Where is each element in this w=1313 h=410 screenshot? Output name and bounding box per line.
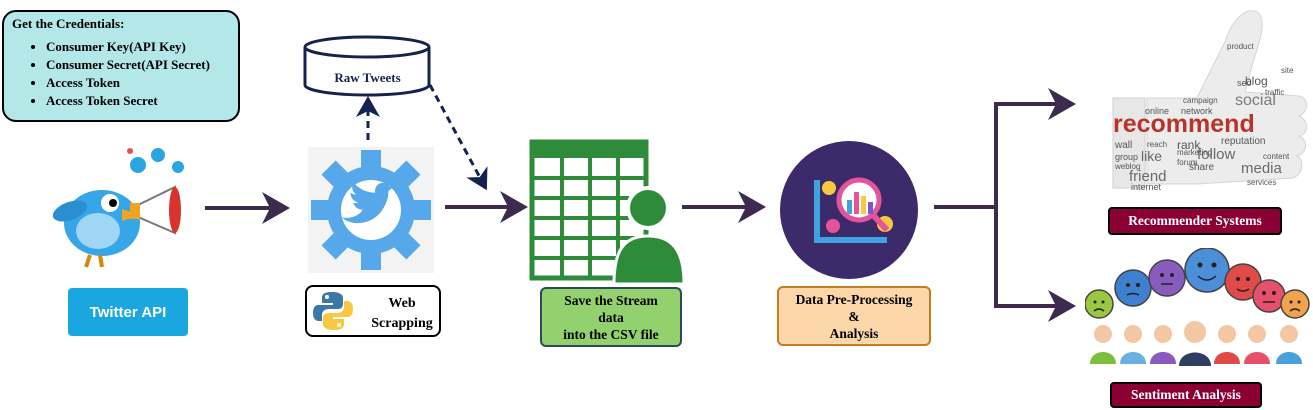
word: share <box>1189 162 1215 173</box>
credentials-box: Get the Credentials: Consumer Key(API Ke… <box>2 10 240 122</box>
word: campaign <box>1183 96 1218 105</box>
word: marketing <box>1177 148 1213 157</box>
word: seo <box>1237 78 1252 88</box>
word: product <box>1227 42 1254 51</box>
word-recommend: recommend <box>1113 110 1255 138</box>
credentials-title: Get the Credentials: <box>12 16 125 31</box>
word: social <box>1235 92 1276 109</box>
credential-item: Consumer Key(API Key) <box>46 38 230 56</box>
preprocessing-box: Data Pre-Processing & Analysis <box>777 286 931 346</box>
word: network <box>1181 106 1213 116</box>
word: wall <box>1115 140 1133 151</box>
word: online <box>1145 106 1170 116</box>
web-scrapping-label: Web Scrapping <box>371 296 433 331</box>
word: rank <box>1177 138 1201 152</box>
word: follow <box>1197 146 1236 163</box>
analysis-magnifier-icon <box>780 141 918 279</box>
word: reputation <box>1221 136 1266 147</box>
word: blog <box>1245 74 1268 88</box>
word: internet <box>1131 182 1162 192</box>
word: forum <box>1177 158 1198 167</box>
word-cloud-thumbs-up: recommend social follow media friend lik… <box>1085 2 1311 198</box>
word: reach <box>1147 140 1168 149</box>
raw-tweets-label: Raw Tweets <box>334 70 401 85</box>
save-stream-box: Save the Stream data into the CSV file <box>540 287 682 347</box>
word: site <box>1281 66 1294 75</box>
twitter-bird-megaphone-icon <box>52 148 184 268</box>
database-icon <box>303 35 431 97</box>
sentiment-faces-icon <box>1085 248 1310 366</box>
thumbs-up-icon <box>1112 10 1307 189</box>
branch-connector <box>934 102 1060 308</box>
word: services <box>1247 178 1277 187</box>
word: friend <box>1129 168 1167 185</box>
word: content <box>1263 152 1290 161</box>
sentiment-analysis-label: Sentiment Analysis <box>1110 382 1262 408</box>
credentials-list: Consumer Key(API Key) Consumer Secret(AP… <box>12 38 230 110</box>
word: media <box>1241 160 1282 177</box>
credential-item: Access Token Secret <box>46 92 230 110</box>
word: like <box>1141 148 1163 164</box>
credential-item: Consumer Secret(API Secret) <box>46 56 230 74</box>
twitter-gear-icon <box>308 147 434 273</box>
spreadsheet-user-icon <box>529 139 686 286</box>
python-logo-icon <box>313 292 353 330</box>
word: weblog <box>1115 162 1141 171</box>
credential-item: Access Token <box>46 74 230 92</box>
word: group <box>1115 152 1139 162</box>
twitter-api-label: Twitter API <box>68 288 188 336</box>
word: traffic <box>1265 88 1285 97</box>
arrow-raw-to-csv <box>428 84 488 191</box>
recommender-systems-label: Recommender Systems <box>1108 207 1282 235</box>
